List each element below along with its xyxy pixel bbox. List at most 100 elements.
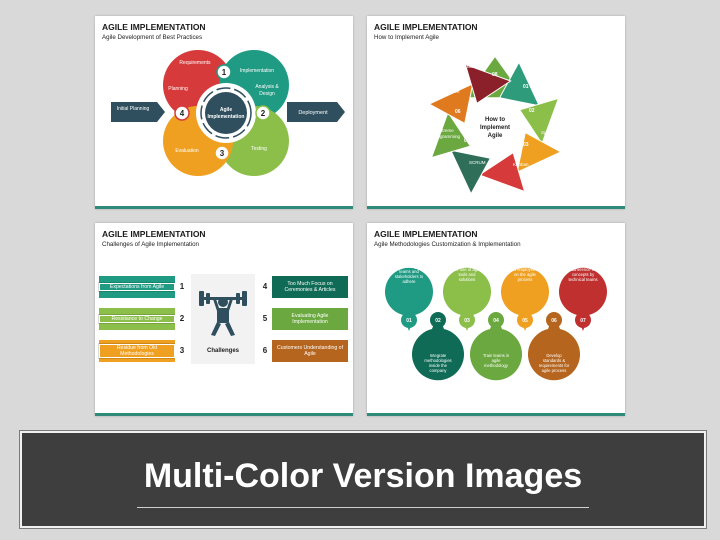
- svg-text:standards &: standards &: [543, 358, 566, 363]
- svg-text:Assist teams in: Assist teams in: [453, 262, 482, 267]
- svg-text:02: 02: [435, 318, 441, 324]
- svg-text:2: 2: [261, 109, 266, 118]
- svg-text:Implementation: Implementation: [208, 114, 245, 120]
- svg-text:Testing: Testing: [251, 146, 267, 152]
- slide-how-to-implement[interactable]: AGILE IMPLEMENTATION How to Implement Ag…: [367, 16, 625, 209]
- center-circle: [465, 98, 525, 158]
- bubble-01: 01 Encourage teams and stakeholders to a…: [385, 264, 433, 331]
- svg-text:Integrate: Integrate: [430, 353, 447, 358]
- svg-text:tools and: tools and: [459, 272, 477, 277]
- svg-text:adhere: adhere: [402, 279, 416, 284]
- title-banner: Multi-Color Version Images: [19, 430, 707, 529]
- bubble-03: 03 Assist teams in the use of agile tool…: [443, 262, 491, 331]
- bubble-06: 06 Develop standards & requirements for …: [528, 312, 580, 381]
- svg-text:Evaluation: Evaluation: [175, 148, 199, 154]
- svg-text:stakeholders to: stakeholders to: [395, 274, 424, 279]
- svg-text:05: 05: [464, 138, 470, 144]
- svg-text:Develop: Develop: [546, 353, 562, 358]
- svg-text:adherence of: adherence of: [571, 267, 596, 272]
- svg-text:company: company: [430, 368, 448, 373]
- svg-text:Implementation: Implementation: [240, 68, 274, 74]
- svg-text:Backlog: Backlog: [467, 64, 484, 69]
- svg-text:3: 3: [220, 149, 225, 158]
- weightlifter-icon: [199, 291, 247, 336]
- slide-agile-development[interactable]: AGILE IMPLEMENTATION Agile Development o…: [95, 16, 353, 209]
- svg-text:Agile: Agile: [488, 133, 503, 139]
- svg-text:06: 06: [551, 318, 557, 324]
- right-arrow-label: Deployment: [298, 110, 328, 116]
- svg-text:technical teams: technical teams: [568, 277, 597, 282]
- deployment-arrow: [287, 102, 345, 122]
- svg-text:Assess the: Assess the: [573, 262, 594, 267]
- svg-text:07: 07: [580, 318, 586, 324]
- svg-text:Extreme: Extreme: [437, 128, 454, 133]
- svg-text:Agile: Agile: [220, 107, 232, 113]
- slide-subtitle: Challenges of Agile Implementation: [102, 241, 199, 248]
- svg-text:How to: How to: [485, 117, 505, 123]
- svg-text:08: 08: [492, 72, 498, 78]
- slide-title: AGILE IMPLEMENTATION: [374, 22, 478, 32]
- bubble-05: 05 Provide training to employees on the …: [501, 262, 549, 331]
- octagon-diagram: How to Implement Agile Flexibility 01 Ro…: [428, 55, 562, 195]
- svg-text:Planning: Planning: [168, 86, 188, 92]
- svg-text:agile: agile: [492, 358, 502, 363]
- svg-text:01: 01: [406, 318, 412, 324]
- svg-text:methodologies: methodologies: [424, 358, 451, 363]
- initial-planning-arrow: [111, 102, 165, 122]
- svg-text:03: 03: [464, 318, 470, 324]
- slide-title: AGILE IMPLEMENTATION: [102, 22, 206, 32]
- svg-text:Roles: Roles: [541, 90, 553, 95]
- svg-text:Requirements: Requirements: [179, 60, 211, 66]
- svg-text:06: 06: [455, 109, 461, 115]
- bubble-diagram: 01 Encourage teams and stakeholders to a…: [385, 262, 607, 381]
- svg-text:1: 1: [222, 68, 227, 77]
- bubble-07: 07 Assess the adherence of concepts by t…: [559, 262, 607, 331]
- cycle-diagram: Initial Planning Deployment Agile Implem…: [111, 50, 345, 176]
- svg-text:Programming: Programming: [433, 134, 461, 139]
- slide-subtitle: Agile Methodologies Customization & Impl…: [374, 241, 521, 248]
- svg-text:agile process: agile process: [542, 368, 567, 373]
- center-circle: [205, 92, 247, 134]
- left-arrow-label: Initial Planning: [117, 106, 150, 112]
- svg-text:03: 03: [523, 142, 529, 148]
- slide-subtitle: How to Implement Agile: [374, 34, 439, 41]
- svg-text:04: 04: [493, 152, 499, 158]
- svg-text:Provide training: Provide training: [510, 262, 540, 267]
- svg-text:Design: Design: [259, 91, 275, 97]
- svg-text:04: 04: [493, 318, 499, 324]
- bubble-04: 04 Train teams in agile methodology: [470, 312, 522, 381]
- svg-text:inside the: inside the: [429, 363, 448, 368]
- svg-text:Kanban: Kanban: [513, 162, 529, 167]
- svg-text:Retrospective: Retrospective: [432, 89, 460, 94]
- slide-subtitle: Agile Development of Best Practices: [102, 34, 203, 41]
- slide-title: AGILE IMPLEMENTATION: [374, 229, 478, 239]
- banner-title: Multi-Color Version Images: [143, 457, 583, 495]
- svg-text:Flexibility: Flexibility: [515, 60, 534, 65]
- svg-text:Sprints: Sprints: [541, 130, 556, 135]
- bubble-02: 02 Integrate methodologies inside the co…: [412, 312, 464, 381]
- svg-text:teams and: teams and: [399, 269, 419, 274]
- svg-text:Implement: Implement: [480, 125, 510, 131]
- svg-text:solutions: solutions: [459, 277, 476, 282]
- svg-text:requirements for: requirements for: [539, 363, 570, 368]
- svg-text:process: process: [518, 277, 533, 282]
- svg-text:Analysis &: Analysis &: [255, 84, 279, 90]
- svg-text:SCRUM: SCRUM: [469, 160, 486, 165]
- svg-text:Encourage: Encourage: [399, 264, 420, 269]
- svg-text:the use of agile: the use of agile: [453, 267, 482, 272]
- slide-challenges[interactable]: AGILE IMPLEMENTATION Challenges of Agile…: [95, 223, 353, 416]
- svg-text:Train teams in: Train teams in: [483, 353, 510, 358]
- svg-text:05: 05: [522, 318, 528, 324]
- svg-text:4: 4: [180, 109, 185, 118]
- svg-text:02: 02: [529, 108, 535, 114]
- svg-text:07: 07: [464, 80, 470, 86]
- svg-text:Challenges: Challenges: [207, 348, 240, 354]
- svg-text:methodology: methodology: [484, 363, 509, 368]
- banner-divider: [137, 507, 589, 508]
- slide-methodologies[interactable]: AGILE IMPLEMENTATION Agile Methodologies…: [367, 223, 625, 416]
